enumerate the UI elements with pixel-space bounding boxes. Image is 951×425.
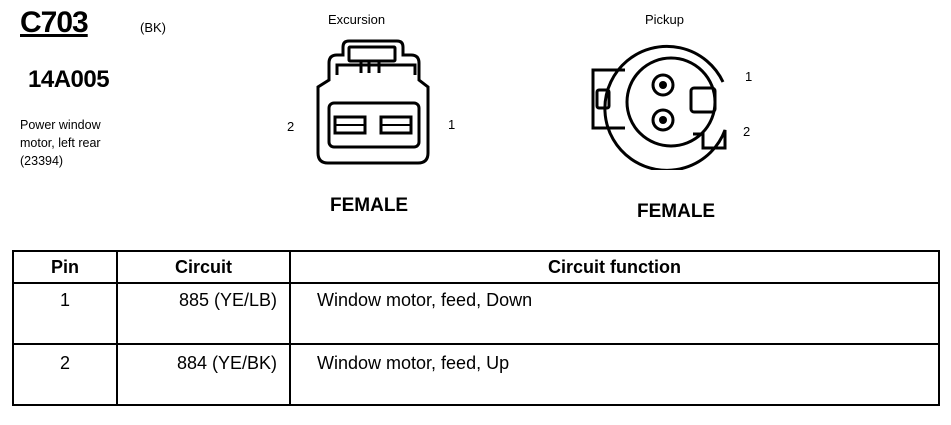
cell-function: Window motor, feed, Up xyxy=(289,343,940,406)
excursion-housing xyxy=(316,39,430,165)
cell-pin: 1 xyxy=(12,282,118,345)
component-description: Power window motor, left rear (23394) xyxy=(20,116,160,170)
description-line-3: (23394) xyxy=(20,154,64,168)
description-line-1: Power window xyxy=(20,118,101,132)
pickup-side-key xyxy=(595,88,611,110)
pin-table: Pin Circuit Circuit function 1 885 (YE/L… xyxy=(12,250,940,406)
description-line-2: motor, left rear xyxy=(20,136,101,150)
cell-circuit: 885 (YE/LB) xyxy=(116,282,291,345)
pickup-flange xyxy=(591,68,625,130)
excursion-pin-2-label: 2 xyxy=(287,119,295,134)
part-number: 14A005 xyxy=(28,66,110,93)
excursion-title: Excursion xyxy=(328,12,386,27)
excursion-gender-label: FEMALE xyxy=(330,195,409,216)
pickup-key xyxy=(689,86,717,114)
header-circuit: Circuit xyxy=(116,250,291,284)
excursion-pin-1-label: 1 xyxy=(448,117,456,132)
header-circuit-function: Circuit function xyxy=(289,250,940,284)
table-header-row: Pin Circuit Circuit function xyxy=(12,250,940,284)
pickup-terminal-1 xyxy=(651,73,675,97)
excursion-latch-tab xyxy=(347,45,397,63)
excursion-cavity xyxy=(327,101,421,149)
pickup-pin-1-label: 1 xyxy=(745,69,753,84)
cell-pin: 2 xyxy=(12,343,118,406)
cell-circuit: 884 (YE/BK) xyxy=(116,343,291,406)
pickup-gender-label: FEMALE xyxy=(637,201,716,222)
connector-id: C703 xyxy=(20,6,89,39)
excursion-latch xyxy=(335,63,417,75)
pickup-title: Pickup xyxy=(645,12,685,27)
pickup-connector-face xyxy=(591,44,727,170)
header-pin: Pin xyxy=(12,250,118,284)
cell-function: Window motor, feed, Down xyxy=(289,282,940,345)
excursion-connector-face xyxy=(316,39,430,165)
table-row: 1 885 (YE/LB) Window motor, feed, Down xyxy=(12,282,940,345)
pickup-pin-2-label: 2 xyxy=(743,124,751,139)
connector-color-code: (BK) xyxy=(140,20,166,35)
table-row: 2 884 (YE/BK) Window motor, feed, Up xyxy=(12,343,940,406)
pickup-housing xyxy=(603,44,727,170)
pickup-terminal-2 xyxy=(651,108,675,132)
pickup-inner-ring xyxy=(625,56,717,148)
